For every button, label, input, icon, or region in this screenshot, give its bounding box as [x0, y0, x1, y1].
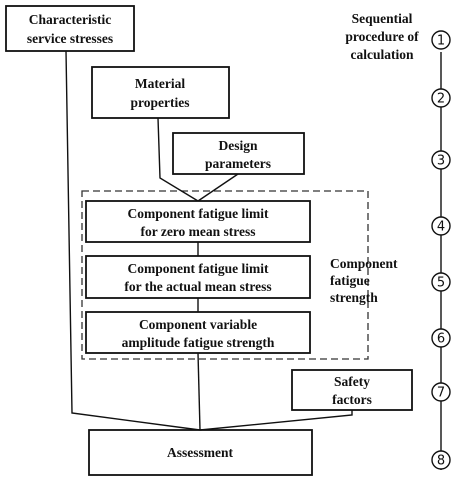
step-markers: 1 2 3 4 5 6 7 8	[431, 30, 451, 470]
step-circle	[431, 216, 451, 236]
connector-service-stresses	[65, 50, 201, 431]
box-label-line-1: Component variable	[139, 317, 257, 332]
step-circle	[431, 150, 451, 170]
step-marker-1: 1	[431, 30, 451, 50]
step-circle	[431, 272, 451, 292]
group-label-line-3: strength	[330, 290, 378, 305]
box-label-line-1: Characteristic	[29, 12, 111, 27]
box-label-line-1: Material	[135, 76, 185, 91]
step-circle	[431, 382, 451, 402]
box-label-line-2: for zero mean stress	[140, 224, 255, 239]
box-label-line-2: for the actual mean stress	[124, 279, 271, 294]
step-circle	[431, 30, 451, 50]
step-number: 3	[437, 154, 445, 169]
box-label-line-1: Component fatigue limit	[128, 261, 269, 276]
box-label-line-1: Safety	[334, 374, 370, 389]
step-circle	[431, 88, 451, 108]
box-material-properties: Material properties	[91, 66, 230, 119]
step-number: 5	[437, 276, 445, 291]
box-label-line-2: service stresses	[27, 31, 113, 46]
sequence-title: Sequential procedure of calculation	[345, 11, 419, 62]
box-label-line-2: amplitude fatigue strength	[122, 335, 275, 350]
box-fatigue-limit-zero-mean: Component fatigue limit for zero mean st…	[85, 200, 311, 243]
step-number: 8	[437, 454, 445, 469]
box-assessment: Assessment	[88, 429, 313, 476]
box-design-parameters: Design parameters	[172, 132, 305, 175]
box-safety-factors: Safety factors	[291, 369, 413, 411]
connector-design-parameters	[197, 173, 239, 202]
step-circle	[431, 328, 451, 348]
step-marker-7: 7	[431, 382, 451, 402]
box-label-line-1: Design	[218, 138, 257, 153]
group-component-fatigue-strength	[81, 190, 369, 360]
connectors	[65, 50, 353, 431]
box-characteristic-service-stresses: Characteristic service stresses	[5, 5, 135, 52]
group-label-line-1: Component	[330, 256, 398, 271]
connector-variable-to-assessment	[197, 352, 201, 431]
step-circle	[431, 450, 451, 470]
connector-safety-factors	[199, 410, 353, 431]
step-marker-6: 6	[431, 328, 451, 348]
step-marker-3: 3	[431, 150, 451, 170]
step-number: 7	[437, 386, 445, 401]
step-number: 4	[437, 220, 445, 235]
step-marker-5: 5	[431, 272, 451, 292]
step-marker-4: 4	[431, 216, 451, 236]
box-label-line-1: Component fatigue limit	[128, 206, 269, 221]
box-label-line-2: parameters	[205, 156, 271, 171]
box-label: Assessment	[167, 445, 234, 460]
sequence-title-line-3: calculation	[351, 47, 414, 62]
step-marker-2: 2	[431, 88, 451, 108]
sequence-title-line-2: procedure of	[345, 29, 419, 44]
group-label-line-2: fatigue	[330, 273, 370, 288]
step-number: 1	[437, 34, 445, 49]
box-label-line-2: properties	[131, 95, 190, 110]
step-number: 6	[437, 332, 445, 347]
box-label-line-2: factors	[332, 392, 372, 407]
sequence-title-line-1: Sequential	[352, 11, 413, 26]
box-fatigue-limit-actual-mean: Component fatigue limit for the actual m…	[85, 255, 311, 299]
box-variable-amplitude-fatigue-strength: Component variable amplitude fatigue str…	[85, 311, 311, 354]
step-marker-8: 8	[431, 450, 451, 470]
connector-material-properties	[157, 117, 199, 202]
group-label: Component fatigue strength	[330, 256, 398, 305]
step-number: 2	[437, 92, 445, 107]
